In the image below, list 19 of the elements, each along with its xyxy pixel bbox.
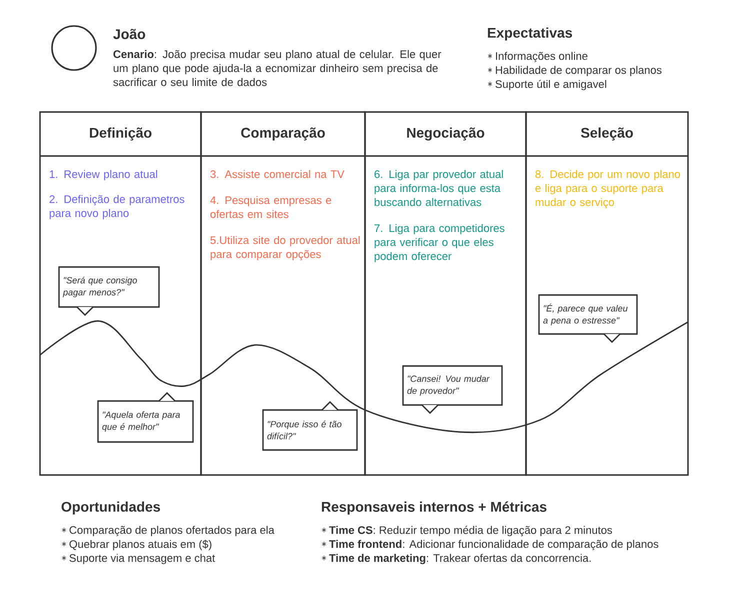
- list-item: Suporte útil e amigavel: [496, 80, 606, 90]
- list-item: Time de marketing: Trakear ofertas da concorrencia.: [329, 554, 591, 564]
- scenario-text: Cenario: João precisa mudar seu plano atual de celular. Ele quer um plano que pode ajuda-la a ecnomizar dinheiro sem precisa de sacrificar o seu limite de dados: [113, 50, 442, 86]
- persona-name: João: [113, 28, 146, 40]
- speech-bubble: "Porque isso é tão difícil?": [262, 401, 358, 451]
- list-item: Quebrar planos atuais em ($): [70, 540, 212, 550]
- section-heading: Responsaveis internos + Métricas: [322, 501, 546, 515]
- list-item: Informações online: [496, 52, 588, 62]
- list-item: Time frontend: Adicionar funcionalidade de comparação de planos: [329, 540, 658, 550]
- list-item: Time CS: Reduzir tempo média de ligação para 2 minutos: [329, 526, 612, 536]
- list-item: Comparação de planos ofertados para ela: [70, 526, 274, 536]
- speech-bubble: "Será que consigo pagar menos?": [58, 266, 160, 316]
- section-heading: Expectativas: [488, 27, 572, 41]
- speech-bubble: "Aquela oferta para que é melhor": [97, 392, 194, 443]
- list-item: Suporte via mensagem e chat: [70, 554, 216, 564]
- list-item: Habilidade de comparar os planos: [496, 66, 662, 76]
- speech-bubble: "É, parece que valeu a pena o estresse": [538, 294, 638, 343]
- speech-bubble: "Cansei! Vou mudar de provedor": [402, 365, 503, 414]
- section-heading: Oportunidades: [62, 501, 160, 515]
